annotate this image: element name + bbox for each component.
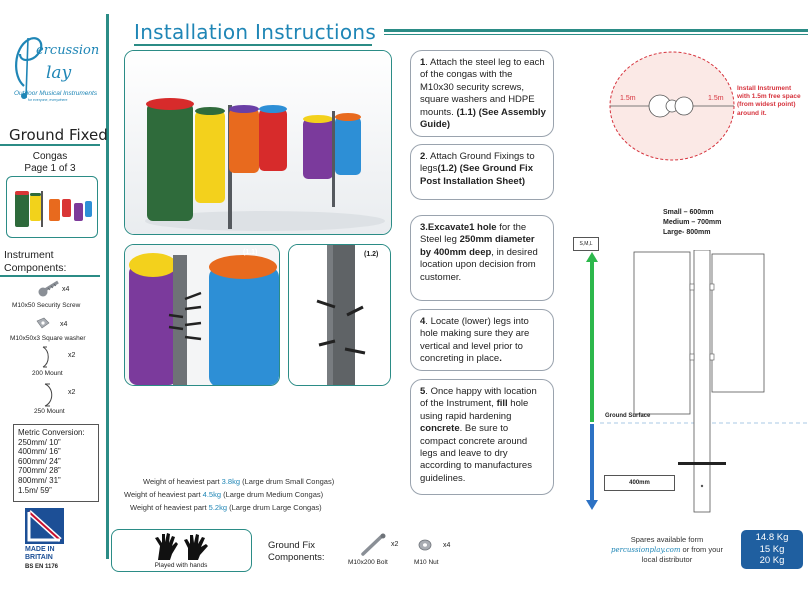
product-thumbnail: [6, 176, 98, 238]
played-with-hands-label: Played with hands: [154, 562, 208, 569]
step-2: 2. Attach Ground Fixings to legs(1.2) (S…: [410, 144, 554, 200]
washer-label: M10x50x3 Square washer: [10, 335, 86, 342]
mount-200-label: 200 Mount: [32, 370, 63, 377]
metric-row: 700mm/ 28”: [18, 466, 61, 476]
ground-surface-label: Ground Surface: [605, 413, 651, 419]
washer-qty: x4: [60, 321, 68, 328]
square-washer-icon: [36, 317, 50, 329]
product-type: Ground Fixed: [9, 126, 108, 144]
page-title: Installation Instructions: [134, 20, 377, 44]
percussion-play-logo: ercussion lay: [15, 37, 99, 99]
sml-label: S,M,L: [573, 237, 599, 251]
product-photo-panel: [124, 50, 392, 235]
weight-large: Weight of heaviest part 5.2kg (Large dru…: [130, 503, 322, 512]
assembly-photo-1-1: [124, 244, 280, 386]
weight-small: Weight of heaviest part 3.8kg (Large dru…: [143, 477, 335, 486]
title-underline: [134, 44, 372, 46]
metric-conversion-box: Metric Conversion: 250mm/ 10” 400mm/ 16”…: [13, 424, 99, 502]
figure-tag-1-1: (1.1): [243, 249, 258, 256]
step-1: 1. Attach the steel leg to each of the c…: [410, 50, 554, 137]
clearance-circle-diagram: [609, 51, 735, 161]
mount-250-label: 250 Mount: [34, 408, 65, 415]
logo-subtitle: Outdoor Musical Instruments: [14, 90, 98, 97]
screw-label: M10x50 Security Screw: [12, 302, 81, 309]
step-3: 3.Excavate1 hole for the Steel leg 250mm…: [410, 215, 554, 301]
clearance-note: Install Instrument with 1.5m free space …: [737, 85, 801, 117]
product-name: Congas: [32, 151, 68, 162]
metric-title: Metric Conversion:: [18, 428, 85, 437]
sidebar-divider: [106, 14, 109, 559]
leg-size-list: Small – 600mm Medium – 700mm Large- 800m…: [663, 209, 722, 236]
screw-qty: x4: [62, 286, 70, 293]
weight-medium: Weight of heaviest part 4.5kg (Large dru…: [124, 490, 324, 499]
spares-info: Spares available form percussionplay.com…: [611, 535, 723, 564]
metric-row: 1.5m/ 59”: [18, 485, 52, 495]
product-type-rule: [0, 144, 100, 146]
logo-word-top: ercussion: [36, 43, 99, 58]
security-screw-icon: [38, 280, 59, 297]
made-in-britain-text: MADE IN BRITAIN: [25, 546, 55, 561]
nut-label: M10 Nut: [414, 559, 439, 566]
assembly-photo-1-2: [288, 244, 391, 386]
metric-row: 800mm/ 31”: [18, 475, 61, 485]
played-with-hands-box: Played with hands: [111, 529, 252, 572]
page-indicator: Page 1 of 3: [24, 163, 76, 174]
spares-link[interactable]: percussionplay.com: [611, 545, 681, 554]
step-4: 4. Locate (lower) legs into hole making …: [410, 309, 554, 371]
metric-row: 600mm/ 24”: [18, 456, 61, 466]
logo-word-bottom: lay: [46, 63, 72, 83]
installation-section-diagram: [586, 250, 808, 513]
logo-tagline: for everyone, everywhere: [28, 98, 68, 102]
mount-200-qty: x2: [68, 352, 76, 359]
mount-200-icon: [42, 346, 49, 368]
metric-row: 400mm/ 16”: [18, 447, 61, 457]
top-rule-thin: [384, 34, 808, 35]
mount-250-icon: [44, 383, 53, 407]
figure-tag-1-2: (1.2): [364, 251, 379, 258]
standard-label: BS EN 1176: [25, 564, 59, 570]
bolt-icon: [361, 533, 386, 556]
made-in-britain-logo: [25, 508, 64, 544]
ground-fix-components-title: Ground Fix Components:: [268, 540, 325, 563]
clearance-right-label: 1.5m: [708, 95, 724, 102]
components-rule: [0, 275, 100, 277]
components-title: Instrument Components:: [4, 249, 67, 274]
mount-250-qty: x2: [68, 389, 76, 396]
step-5: 5. Once happy with location of the Instr…: [410, 379, 554, 495]
bolt-label: M10x200 Bolt: [348, 559, 388, 566]
depth-label: 400mm: [604, 475, 675, 491]
hands-icon: [155, 533, 208, 560]
top-rule: [384, 29, 808, 32]
bolt-qty: x2: [391, 541, 399, 548]
clearance-left-label: 1.5m: [620, 95, 636, 102]
weight-summary-badge: 14.8 Kg 15 Kg 20 Kg: [741, 530, 803, 569]
metric-row: 250mm/ 10”: [18, 437, 61, 447]
nut-qty: x4: [443, 542, 451, 549]
nut-icon: [418, 539, 432, 551]
